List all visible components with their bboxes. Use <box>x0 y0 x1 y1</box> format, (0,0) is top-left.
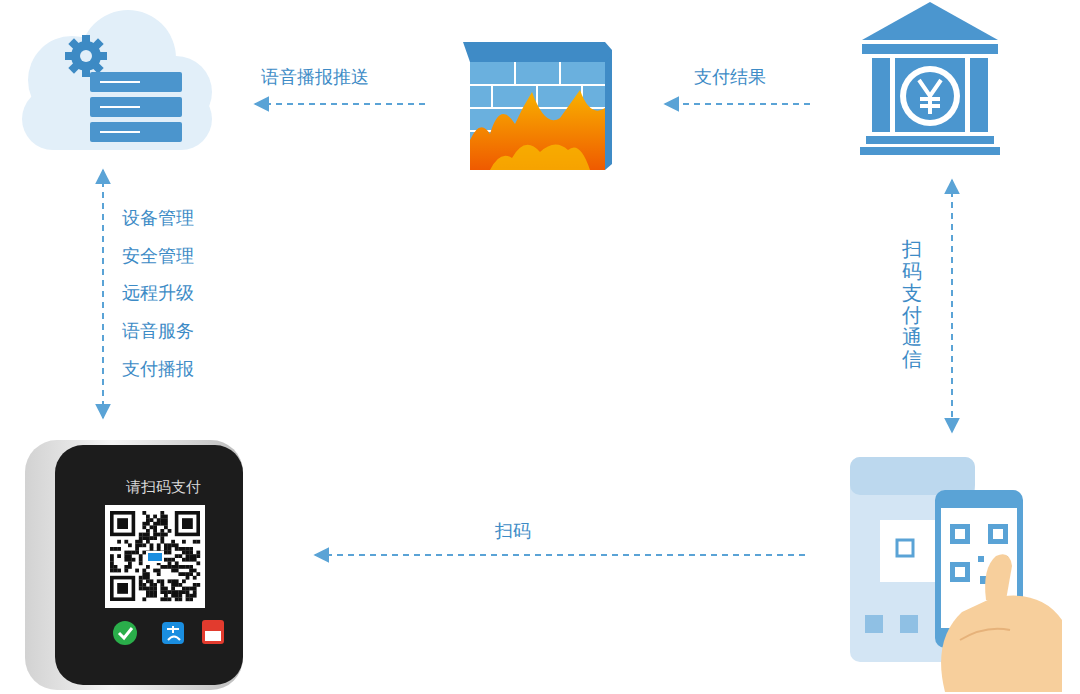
payment-speaker-device <box>25 440 243 690</box>
push-arrow <box>255 103 425 105</box>
phone-scanner-icon <box>850 457 1062 692</box>
flow-arrows <box>103 104 952 555</box>
bank-icon <box>860 2 1000 155</box>
flow-label: 扫码 <box>495 520 531 542</box>
function-item: 远程升级 <box>122 282 194 304</box>
pay-comm-arrow <box>951 180 953 432</box>
firewall-icon <box>463 42 612 170</box>
device-screen: 请扫码支付 <box>121 478 206 496</box>
function-item: 安全管理 <box>122 245 194 267</box>
cloud-server-icon <box>22 10 212 150</box>
function-item: 语音服务 <box>122 320 194 342</box>
manage-arrow <box>102 170 104 418</box>
function-item: 支付播报 <box>122 358 194 380</box>
flow-label: 支付结果 <box>694 66 766 88</box>
function-item: 设备管理 <box>122 207 194 229</box>
result-arrow <box>665 103 810 105</box>
screen-text: 请扫码支付 <box>121 478 206 496</box>
qr-code <box>110 511 200 601</box>
flow-label: 扫码支付通信 <box>902 238 922 370</box>
flow-label: 语音播报推送 <box>261 66 369 88</box>
scan-arrow <box>315 554 805 556</box>
